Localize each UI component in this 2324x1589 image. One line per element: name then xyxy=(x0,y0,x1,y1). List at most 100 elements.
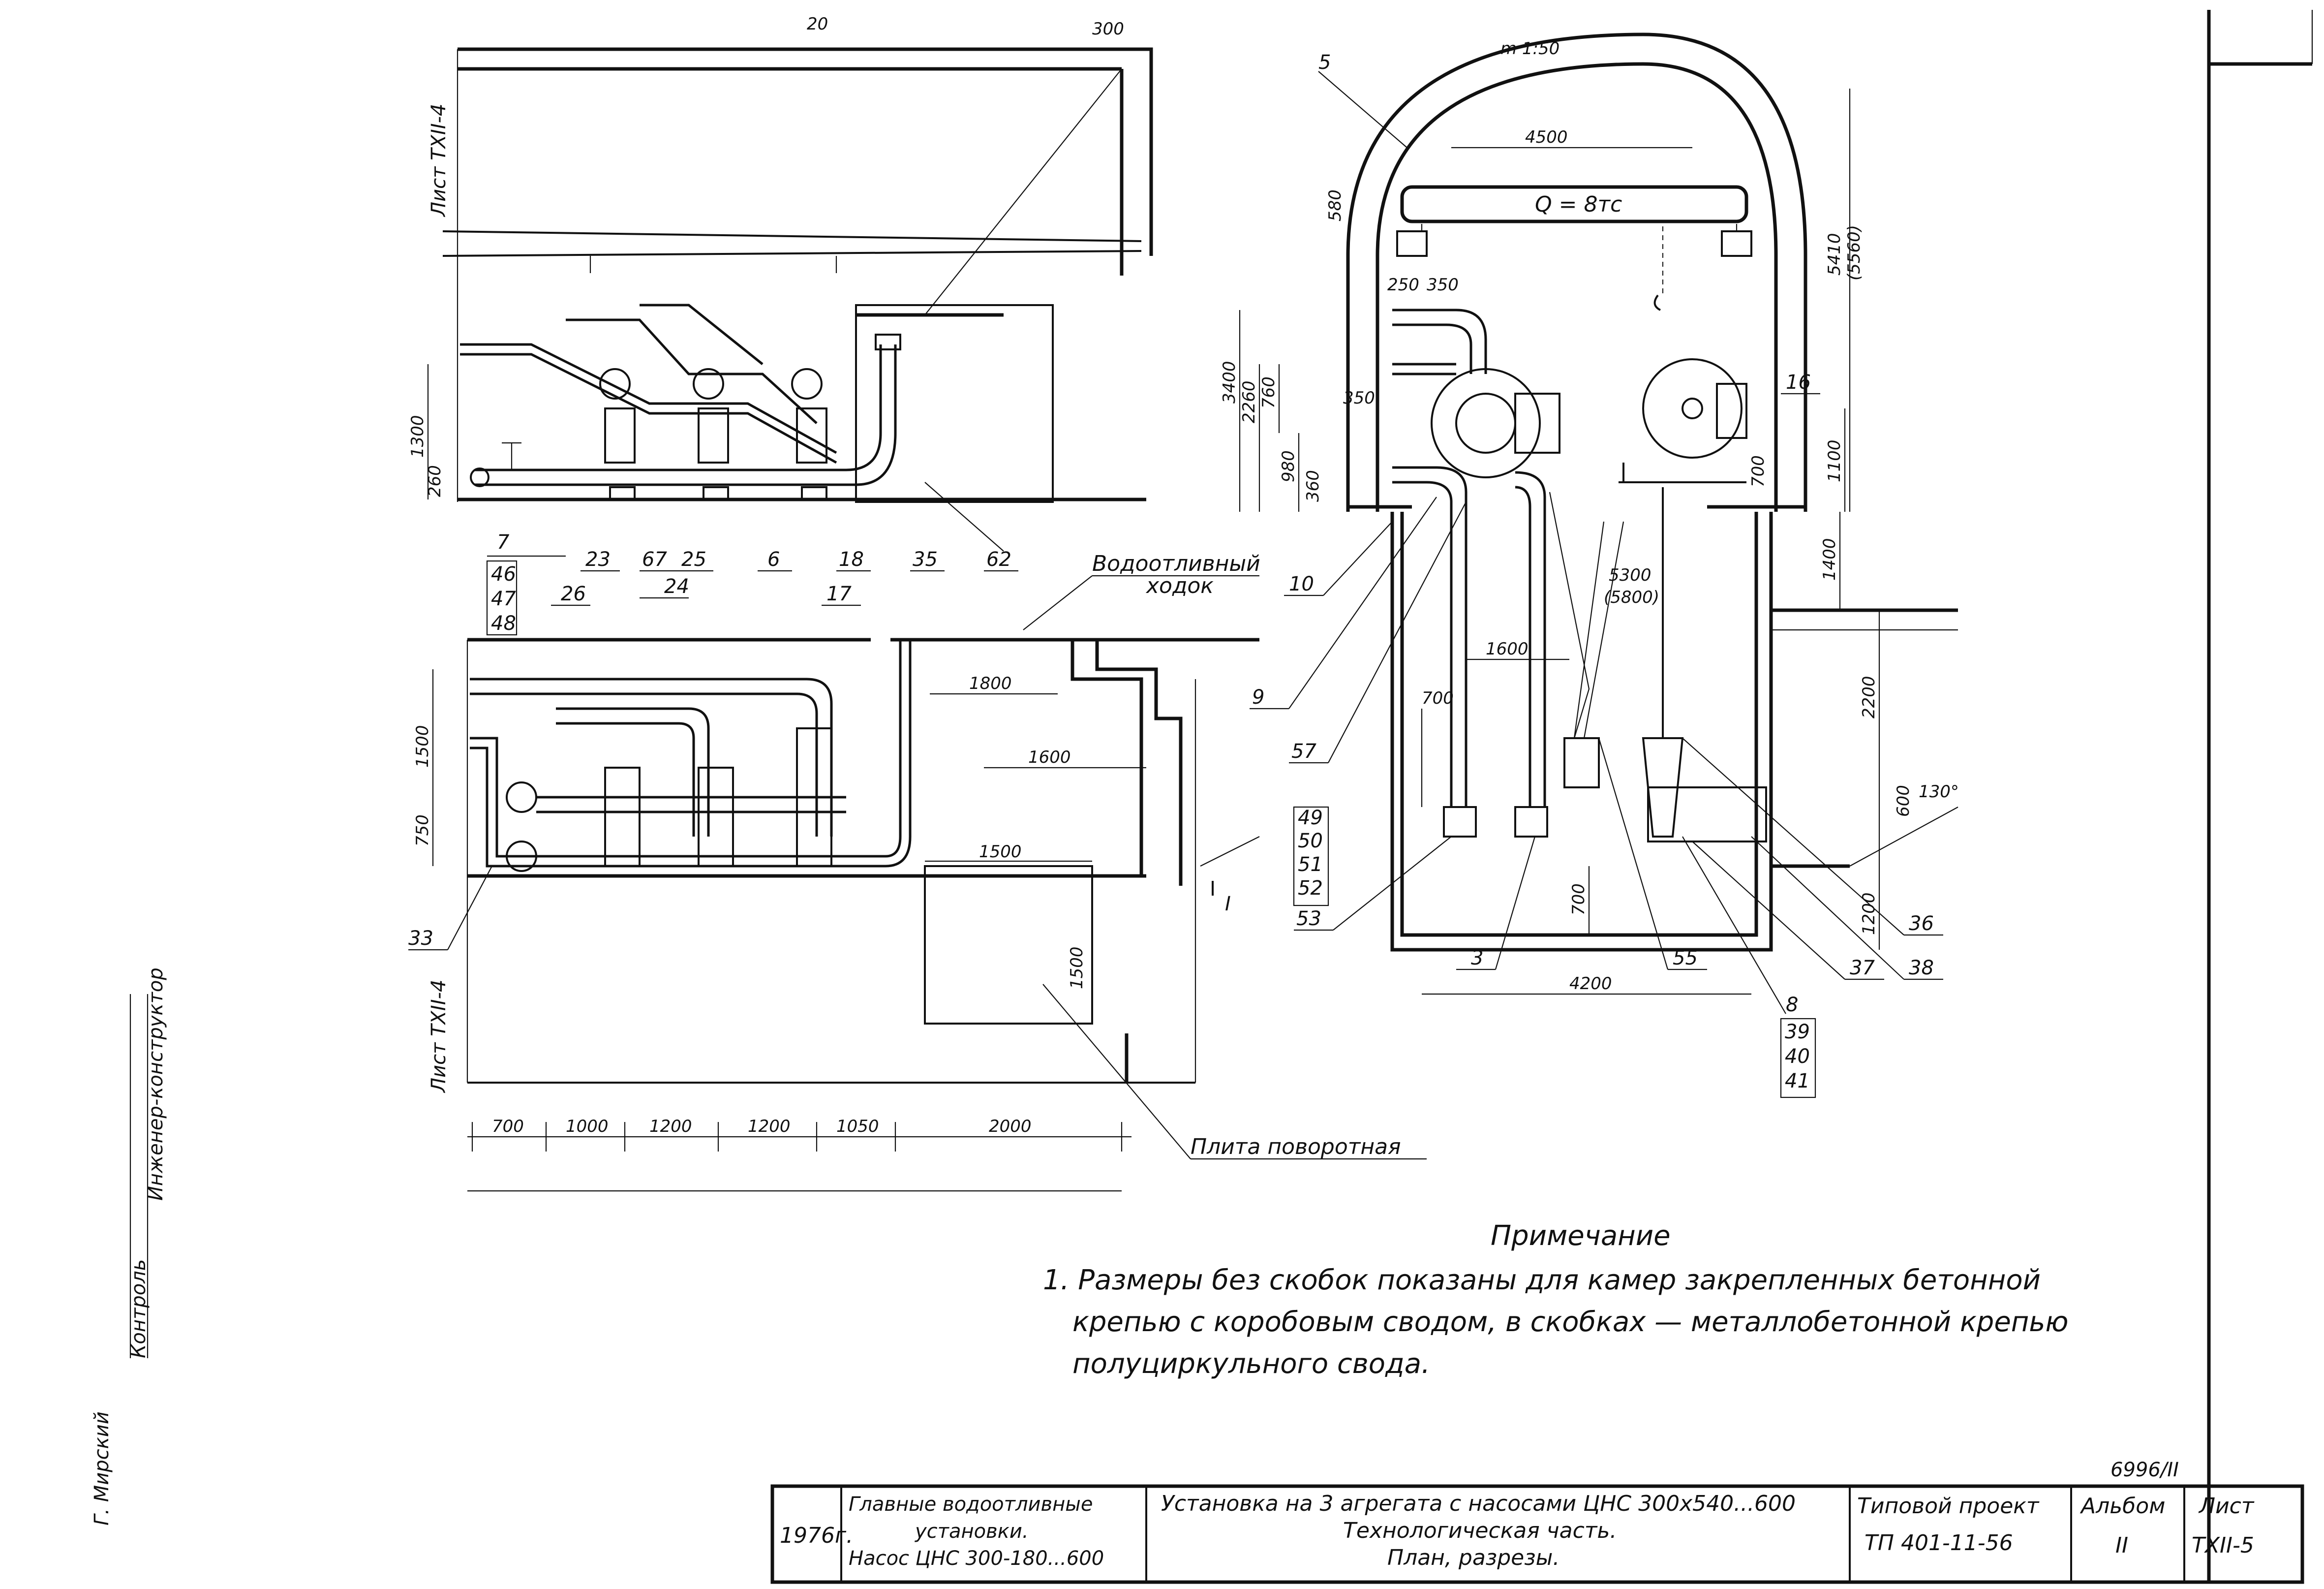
callout-50: 50 xyxy=(1298,830,1323,852)
tb-sheet-value: ТХII-5 xyxy=(2192,1533,2254,1558)
callout-41: 41 xyxy=(1785,1070,1810,1092)
callout-52: 52 xyxy=(1298,877,1323,900)
tb-project-label: Типовой проект xyxy=(1857,1494,2040,1519)
callout-51: 51 xyxy=(1298,853,1323,876)
section-dim-1400: 1400 xyxy=(1820,538,1839,581)
callout-24: 24 xyxy=(664,575,689,598)
title-block: 6996/II 1976г. Главные водоотливные уста… xyxy=(770,1459,2304,1584)
notes: Примечание 1. Размеры без скобок показан… xyxy=(1043,1220,2069,1380)
tb-sheet-label: Лист xyxy=(2198,1494,2255,1519)
tb-drawing-3: План, разрезы. xyxy=(1387,1545,1560,1570)
note-line-2: крепью с коробовым сводом, в скобках — м… xyxy=(1072,1306,2069,1338)
section-dim-5300: 5300 xyxy=(1609,565,1651,585)
plan-bottom-dim-2000: 2000 xyxy=(989,1117,1032,1136)
callout-49: 49 xyxy=(1298,807,1323,829)
elev-dim-260: 260 xyxy=(425,465,445,497)
callout-35: 35 xyxy=(913,548,938,571)
plan-bottom-dim-700: 700 xyxy=(492,1117,524,1136)
callout-57: 57 xyxy=(1291,740,1316,763)
tb-album-value: II xyxy=(2115,1533,2128,1558)
plan-dim-1800: 1800 xyxy=(969,674,1012,693)
plan-bottom-dim-1200b: 1200 xyxy=(748,1117,791,1136)
tb-album-label: Альбом xyxy=(2079,1494,2165,1519)
tb-year: 1976г. xyxy=(780,1523,853,1548)
callout-23: 23 xyxy=(585,548,611,571)
section-dim-1200: 1200 xyxy=(1859,892,1879,935)
section-dim-2200: 2200 xyxy=(1859,676,1879,718)
plan-bottom-dim-1050: 1050 xyxy=(836,1117,879,1136)
callout-33: 33 xyxy=(408,927,433,950)
section-arrow-mark: I xyxy=(1225,893,1231,915)
elev-dim-1300: 1300 xyxy=(408,415,428,458)
label-turn-plate: Плита поворотная xyxy=(1191,1134,1401,1159)
callout-16: 16 xyxy=(1786,371,1811,394)
label-corridor-1: Водоотливный xyxy=(1092,551,1260,576)
callout-18: 18 xyxy=(839,548,864,571)
callout-53: 53 xyxy=(1296,907,1321,930)
section-dim-360: 360 xyxy=(1303,470,1323,502)
section-dim-3400: 3400 xyxy=(1220,361,1239,404)
callout-62: 62 xyxy=(986,548,1011,571)
section-dim-700b: 700 xyxy=(1569,883,1589,915)
callout-5: 5 xyxy=(1318,51,1331,74)
top-mark-left: 20 xyxy=(807,14,828,34)
stamp-name: Г. Мирский xyxy=(91,1411,113,1526)
plan-box-dim: 1500 xyxy=(1067,946,1087,989)
callout-40: 40 xyxy=(1785,1045,1810,1068)
tb-drawing-1: Установка на 3 агрегата с насосами ЦНС 3… xyxy=(1161,1491,1796,1516)
label-corridor-2: ходок xyxy=(1145,573,1214,598)
cross-section: m 1:50 Q = 8тс xyxy=(1220,32,1959,1098)
callout-67: 67 xyxy=(642,548,667,571)
callout-38: 38 xyxy=(1909,957,1934,979)
doc-number: 6996/II xyxy=(2110,1459,2179,1481)
section-dim-5800: (5800) xyxy=(1604,588,1659,607)
section-dim-700r: 700 xyxy=(1748,455,1768,487)
top-mark-right: 300 xyxy=(1092,19,1124,39)
section-dim-5560: (5560) xyxy=(1844,225,1864,280)
stamp-engineer: Инженер-конструктор xyxy=(145,967,167,1201)
callout-48: 48 xyxy=(491,612,516,635)
callout-9: 9 xyxy=(1252,686,1264,709)
side-stamp: Г. Мирский Контроль Инженер-конструктор xyxy=(91,967,167,1526)
callout-3: 3 xyxy=(1471,947,1483,969)
section-angle-130: 130° xyxy=(1919,782,1959,802)
callout-6: 6 xyxy=(767,548,780,571)
section-dim-1100: 1100 xyxy=(1825,439,1844,482)
callout-8: 8 xyxy=(1786,994,1798,1016)
note-heading: Примечание xyxy=(1491,1220,1671,1252)
plan-bottom-dim-1000: 1000 xyxy=(566,1117,609,1136)
sheet-ref-bottom: Лист ТХII-4 xyxy=(428,980,450,1093)
callout-37: 37 xyxy=(1850,957,1875,979)
section-dim-5410: 5410 xyxy=(1825,233,1844,276)
section-dim-600: 600 xyxy=(1894,785,1913,817)
callout-47: 47 xyxy=(491,588,516,610)
section-dim-700a: 700 xyxy=(1422,688,1454,708)
sheet-ref-top: Лист ТХII-4 xyxy=(428,104,450,218)
plan-dim-1500: 1500 xyxy=(413,725,432,768)
section-dim-760: 760 xyxy=(1259,376,1279,408)
tb-system-1: Главные водоотливные xyxy=(849,1493,1093,1516)
plan-dim-750: 750 xyxy=(413,814,432,846)
note-line-1: 1. Размеры без скобок показаны для камер… xyxy=(1043,1264,2041,1296)
section-dim-4500: 4500 xyxy=(1525,127,1568,147)
plan-dim-1500-h: 1500 xyxy=(979,842,1022,862)
crane-capacity: Q = 8тс xyxy=(1535,192,1622,217)
section-dim-350a: 350 xyxy=(1427,275,1459,295)
section-dim-580: 580 xyxy=(1325,189,1345,221)
callout-17: 17 xyxy=(826,583,852,605)
callout-7: 7 xyxy=(497,531,510,554)
callout-25: 25 xyxy=(681,548,706,571)
section-dim-2260: 2260 xyxy=(1239,380,1259,423)
section-dim-4200: 4200 xyxy=(1569,974,1612,994)
elevation-left: 20 300 Лист ТХII-4 xyxy=(408,14,1153,636)
tb-drawing-2: Технологическая часть. xyxy=(1343,1518,1617,1543)
callout-39: 39 xyxy=(1785,1021,1810,1043)
section-dim-1600: 1600 xyxy=(1486,639,1529,659)
plan-dim-1600: 1600 xyxy=(1028,748,1071,767)
plan-bottom-dim-1200a: 1200 xyxy=(649,1117,692,1136)
tb-project-number: ТП 401-11-56 xyxy=(1865,1530,2013,1556)
section-dim-980: 980 xyxy=(1279,450,1298,482)
section-dim-350b: 350 xyxy=(1343,388,1375,408)
section-dim-250: 250 xyxy=(1387,275,1419,295)
